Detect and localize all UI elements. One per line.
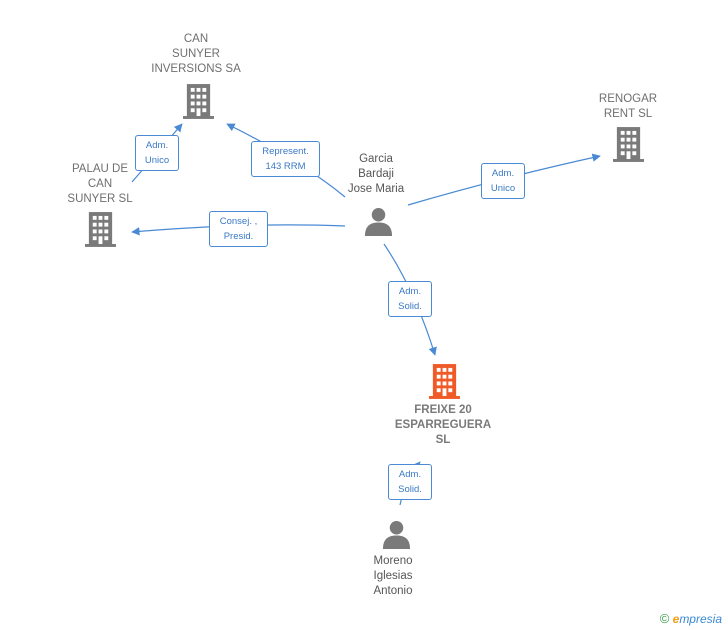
person-label-moreno[interactable]: Moreno Iglesias Antonio <box>373 555 413 597</box>
edge-label-adm-unico-renogar: Adm. Unico <box>481 163 525 199</box>
company-label-renogar[interactable]: RENOGAR RENT SL <box>598 93 658 120</box>
company-label-palau[interactable]: PALAU DE CAN SUNYER SL <box>67 163 133 205</box>
building-icon-can-sunyer[interactable] <box>183 84 214 119</box>
building-icon-freixe[interactable] <box>429 364 460 399</box>
brand-rest: mpresia <box>679 612 722 626</box>
copyright-icon: © <box>659 611 670 626</box>
building-icon-palau[interactable] <box>85 212 116 247</box>
brand-first-letter: e <box>672 612 680 626</box>
edge-label-adm-solid-moreno: Adm. Solid. <box>388 464 432 500</box>
person-label-garcia[interactable]: Garcia Bardaji Jose Maria <box>347 153 405 195</box>
person-icon-moreno[interactable] <box>382 520 411 549</box>
edge-label-adm-solid-garcia: Adm. Solid. <box>388 281 432 317</box>
edge-label-represent: Represent. 143 RRM <box>251 141 320 177</box>
company-label-freixe[interactable]: FREIXE 20 ESPARREGUERA SL <box>394 404 492 446</box>
company-label-can-sunyer[interactable]: CAN SUNYER INVERSIONS SA <box>151 33 241 75</box>
edge-label-adm-unico-palau: Adm. Unico <box>135 135 179 171</box>
building-icon-renogar[interactable] <box>613 127 644 162</box>
edge-label-consej: Consej. , Presid. <box>209 211 268 247</box>
person-icon-garcia[interactable] <box>364 207 393 236</box>
footer-brand: © empresia <box>660 611 722 626</box>
